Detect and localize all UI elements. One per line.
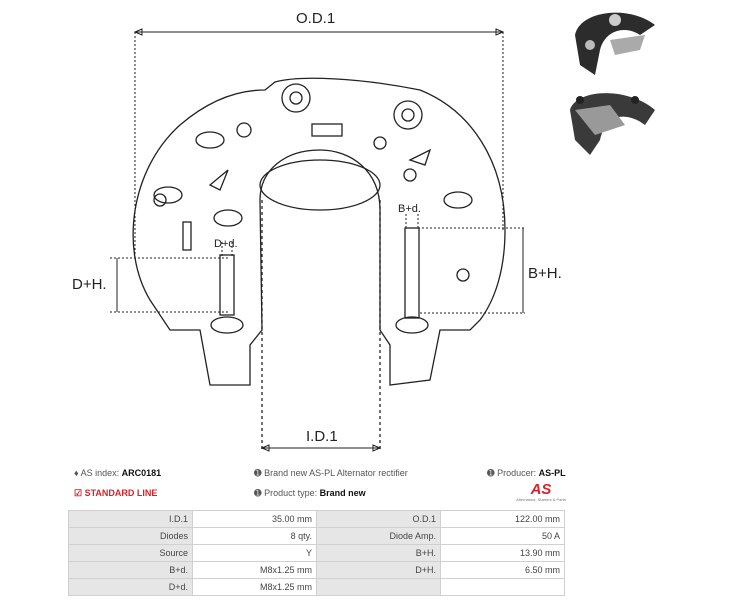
spec-value [440,578,565,596]
as-pl-logo: AS Alternators, Starters & Parts [516,481,566,502]
dh-label: D+H. [72,276,107,293]
spec-value: 8 qty. [192,527,317,545]
info-icon: ➊ [487,468,495,478]
spec-key: Source [68,544,193,562]
product-type: ➊ Product type: Brand new [254,488,366,498]
od-label: O.D.1 [296,10,336,27]
spec-value: M8x1.25 mm [192,561,317,579]
checkbox-icon: ☑ [74,488,83,498]
spec-value: 6.50 mm [440,561,565,579]
spec-key: D+H. [316,561,441,579]
spec-key [316,578,441,596]
tag-icon: ♦ [74,468,79,478]
spec-key: O.D.1 [316,510,441,528]
rectifier-outline [132,77,506,386]
spec-key: Diodes [68,527,193,545]
description: ➊ Brand new AS-PL Alternator rectifier [254,468,408,478]
info-icon: ➊ [254,488,262,498]
spec-value: 50 A [440,527,565,545]
producer: ➊ Producer: AS-PL [487,468,566,478]
product-photo-bottom[interactable] [565,80,660,160]
bh-label: B+H. [528,265,562,282]
spec-value: 35.00 mm [192,510,317,528]
dd-label: D+d. [214,238,238,250]
technical-drawing [110,28,525,452]
as-index: ♦ AS index: ARC0181 [74,468,162,478]
spec-key: B+H. [316,544,441,562]
id-label: I.D.1 [306,428,338,445]
spec-key: Diode Amp. [316,527,441,545]
spec-value: Y [192,544,317,562]
product-photo-top[interactable] [570,5,660,75]
spec-key: D+d. [68,578,193,596]
spec-value: 122.00 mm [440,510,565,528]
spec-row: D+d.M8x1.25 mm [68,578,565,596]
info-icon: ➊ [254,468,262,478]
spec-key: I.D.1 [68,510,193,528]
spec-key: B+d. [68,561,193,579]
spec-value: 13.90 mm [440,544,565,562]
bd-label: B+d. [398,203,421,215]
spec-value: M8x1.25 mm [192,578,317,596]
standard-line-badge: ☑ STANDARD LINE [74,488,158,498]
